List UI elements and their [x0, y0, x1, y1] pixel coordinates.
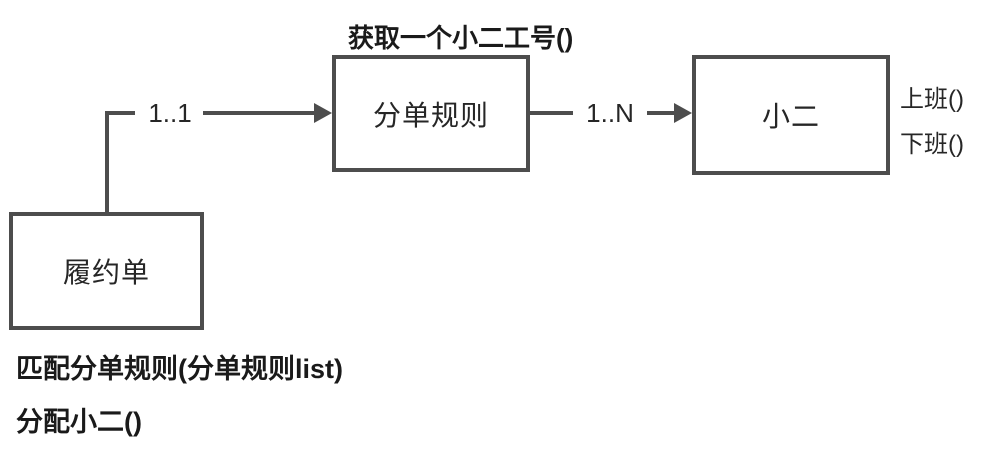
box-staff-label: 小二	[761, 101, 820, 132]
multiplicity-label-1-n: 1..N	[586, 98, 634, 128]
rule-method-label: 获取一个小二工号()	[348, 23, 574, 53]
order-method-assign-staff-label: 分配小二()	[16, 407, 142, 437]
box-fulfillment-order-label: 履约单	[62, 257, 150, 288]
multiplicity-label-1-1: 1..1	[148, 98, 192, 128]
staff-method-clock-out-label: 下班()	[900, 131, 964, 158]
arrowhead-into-staff	[674, 103, 692, 123]
box-staff: 小二	[692, 55, 890, 175]
staff-method-clock-in-label: 上班()	[900, 86, 964, 113]
box-dispatch-rule: 分单规则	[332, 55, 530, 172]
box-fulfillment-order: 履约单	[9, 212, 204, 330]
box-dispatch-rule-label: 分单规则	[372, 99, 489, 131]
order-method-match-rule-label: 匹配分单规则(分单规则list)	[16, 354, 343, 384]
arrowhead-into-rule	[314, 103, 332, 123]
connector-order-elbow	[105, 111, 135, 212]
